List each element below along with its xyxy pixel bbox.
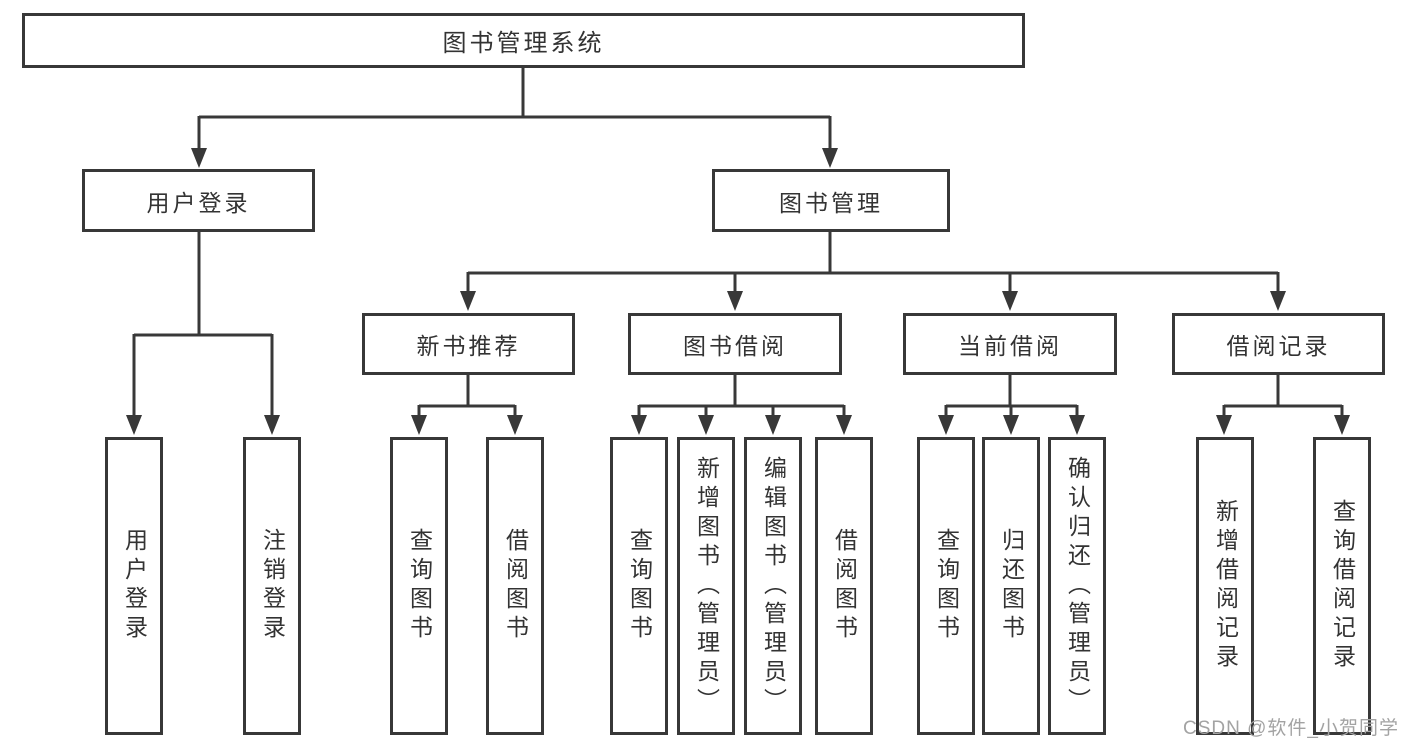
- leaf-query-books-borrow: 查询图书: [610, 437, 668, 735]
- node-user-login: 用户登录: [82, 169, 315, 232]
- node-book-management: 图书管理: [712, 169, 950, 232]
- node-user-login-label: 用户登录: [146, 189, 251, 216]
- leaf-add-books-admin-label: 新增图书（管理员）: [693, 455, 720, 717]
- node-borrow-records-label: 借阅记录: [1226, 333, 1331, 359]
- leaf-return-books-label: 归还图书: [998, 528, 1025, 644]
- node-book-borrow-label: 图书借阅: [683, 333, 787, 359]
- leaf-borrow-books-label: 借阅图书: [831, 528, 858, 644]
- leaf-user-login: 用户登录: [105, 437, 163, 735]
- leaf-query-books-current-label: 查询图书: [933, 528, 960, 644]
- leaf-query-books-borrow-label: 查询图书: [626, 528, 653, 644]
- node-new-book-recommend-label: 新书推荐: [416, 333, 521, 359]
- node-current-borrow-label: 当前借阅: [958, 333, 1062, 359]
- leaf-confirm-return-admin: 确认归还（管理员）: [1048, 437, 1106, 735]
- leaf-borrow-books-recommend: 借阅图书: [486, 437, 544, 735]
- leaf-edit-books-admin-label: 编辑图书（管理员）: [760, 455, 787, 717]
- leaf-query-borrow-record-label: 查询借阅记录: [1329, 499, 1356, 673]
- leaf-add-borrow-record: 新增借阅记录: [1196, 437, 1254, 735]
- node-borrow-records: 借阅记录: [1172, 313, 1385, 375]
- leaf-query-books-recommend-label: 查询图书: [406, 528, 433, 644]
- leaf-query-books-recommend: 查询图书: [390, 437, 448, 735]
- leaf-return-books: 归还图书: [982, 437, 1040, 735]
- leaf-logout-label: 注销登录: [259, 528, 286, 644]
- csdn-watermark: CSDN @软件_小贺同学: [1183, 718, 1399, 739]
- leaf-edit-books-admin: 编辑图书（管理员）: [744, 437, 802, 735]
- leaf-query-books-current: 查询图书: [917, 437, 975, 735]
- node-book-management-label: 图书管理: [779, 189, 883, 216]
- node-new-book-recommend: 新书推荐: [362, 313, 575, 375]
- leaf-borrow-books: 借阅图书: [815, 437, 873, 735]
- leaf-logout: 注销登录: [243, 437, 301, 735]
- leaf-add-books-admin: 新增图书（管理员）: [677, 437, 735, 735]
- node-book-borrow: 图书借阅: [628, 313, 842, 375]
- leaf-borrow-books-recommend-label: 借阅图书: [502, 528, 529, 644]
- leaf-query-borrow-record: 查询借阅记录: [1313, 437, 1371, 735]
- leaf-user-login-label: 用户登录: [121, 528, 148, 644]
- leaf-add-borrow-record-label: 新增借阅记录: [1212, 499, 1239, 673]
- node-root-label: 图书管理系统: [442, 30, 605, 57]
- node-root: 图书管理系统: [22, 13, 1025, 68]
- leaf-confirm-return-admin-label: 确认归还（管理员）: [1064, 455, 1091, 717]
- node-current-borrow: 当前借阅: [903, 313, 1117, 375]
